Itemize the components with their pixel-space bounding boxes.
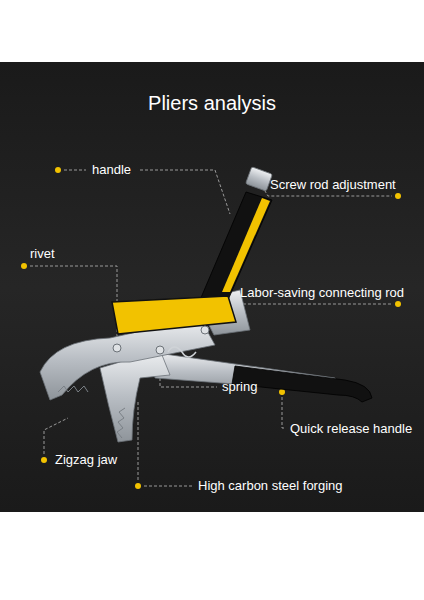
part-label: Labor-saving connecting rod	[240, 285, 404, 300]
part-label: Quick release handle	[290, 421, 412, 436]
part-label: High carbon steel forging	[198, 478, 343, 493]
leader-lines	[30, 170, 392, 486]
part-label: Zigzag jaw	[55, 452, 117, 467]
dark-panel	[0, 62, 424, 512]
part-label: spring	[222, 379, 257, 394]
part-label: Screw rod adjustment	[270, 177, 396, 192]
leader-dots	[21, 167, 401, 489]
part-label: rivet	[30, 246, 55, 261]
diagram-title: Pliers analysis	[0, 91, 424, 115]
part-label: handle	[92, 162, 131, 177]
pliers	[40, 167, 372, 442]
